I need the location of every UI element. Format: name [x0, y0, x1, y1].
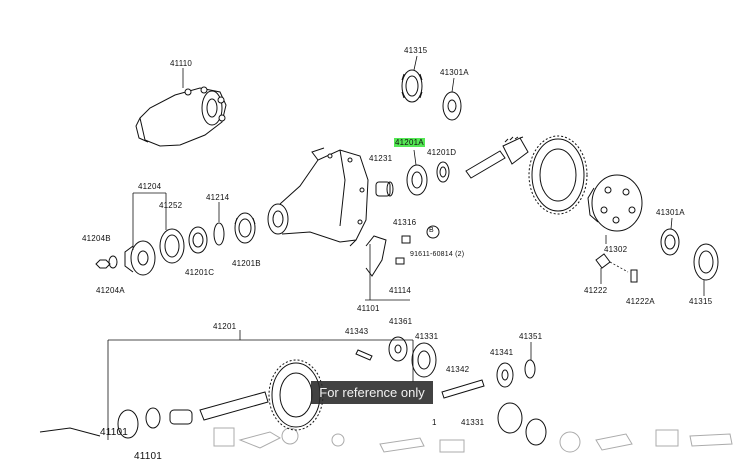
ring-gear [528, 135, 588, 215]
side-gear-41331 [411, 342, 437, 378]
bearing-41201A [406, 149, 428, 196]
label-41351: 41351 [519, 332, 543, 341]
bearing-41315-right [693, 243, 719, 296]
differential-case-41302 [587, 174, 643, 244]
differential-carrier-41101 [267, 147, 410, 301]
label-41101-b: 41101 [100, 427, 129, 438]
reference-watermark: For reference only [311, 381, 433, 404]
pinion-shaft-assembly-lower [39, 359, 324, 439]
pinion-pin-41343 [355, 349, 373, 361]
label-1: 1 [432, 418, 437, 427]
label-41302: 41302 [604, 245, 628, 254]
pinion-gear-41341 [496, 362, 514, 388]
label-41101-c: 41101 [134, 451, 163, 462]
label-41301A-top: 41301A [440, 68, 469, 77]
bracket-41316 [365, 225, 440, 277]
bearing-41315-top [401, 55, 423, 103]
lock-plate-41222 [595, 253, 638, 284]
label-41331: 41331 [415, 332, 439, 341]
washer-41351 [524, 342, 536, 379]
label-callout-B: B [429, 227, 434, 234]
label-41342: 41342 [446, 365, 470, 374]
label-41114: 41114 [389, 286, 412, 295]
label-41315-top: 41315 [404, 46, 428, 55]
label-41315-right: 41315 [689, 297, 713, 306]
label-41214: 41214 [206, 193, 230, 202]
pinion-shaft-41342 [441, 379, 485, 399]
label-41101: 41101 [357, 304, 380, 313]
label-41361: 41361 [389, 317, 413, 326]
label-41201A-highlighted: 41201A [394, 138, 425, 147]
group-bracket-41201 [107, 330, 414, 440]
label-41341: 41341 [490, 348, 514, 357]
label-41201: 41201 [213, 322, 237, 331]
label-41331-b: 41331 [461, 418, 485, 427]
oil-seal-41252 [159, 228, 185, 264]
label-41343: 41343 [345, 327, 369, 336]
label-91611-60814: 91611-60814 (2) [410, 251, 465, 258]
drive-pinion [465, 136, 529, 179]
label-41222A: 41222A [626, 297, 655, 306]
washer-41201D [436, 161, 450, 183]
label-41252: 41252 [159, 201, 183, 210]
washer-41301A-right [660, 217, 680, 256]
companion-flange-41204 [95, 192, 167, 276]
label-41222: 41222 [584, 286, 608, 295]
label-41204A: 41204A [96, 286, 125, 295]
spacer-41231 [375, 181, 394, 197]
carrier-housing-41110 [135, 68, 227, 147]
side-gear-41331-b [497, 402, 547, 446]
label-41231: 41231 [369, 154, 393, 163]
bearing-41201B [234, 212, 256, 244]
label-41110: 41110 [170, 59, 193, 68]
label-41201B: 41201B [232, 259, 261, 268]
label-41301A-right: 41301A [656, 208, 685, 217]
label-41201C: 41201C [185, 268, 215, 277]
thrust-washer-41361 [388, 336, 408, 362]
label-41316: 41316 [393, 218, 417, 227]
label-41204B: 41204B [82, 234, 111, 243]
label-41201D: 41201D [427, 148, 457, 157]
label-41204: 41204 [138, 182, 162, 191]
washer-41301A-top [442, 77, 462, 121]
slinger-41214 [188, 202, 225, 254]
faded-background-strip [213, 427, 733, 453]
